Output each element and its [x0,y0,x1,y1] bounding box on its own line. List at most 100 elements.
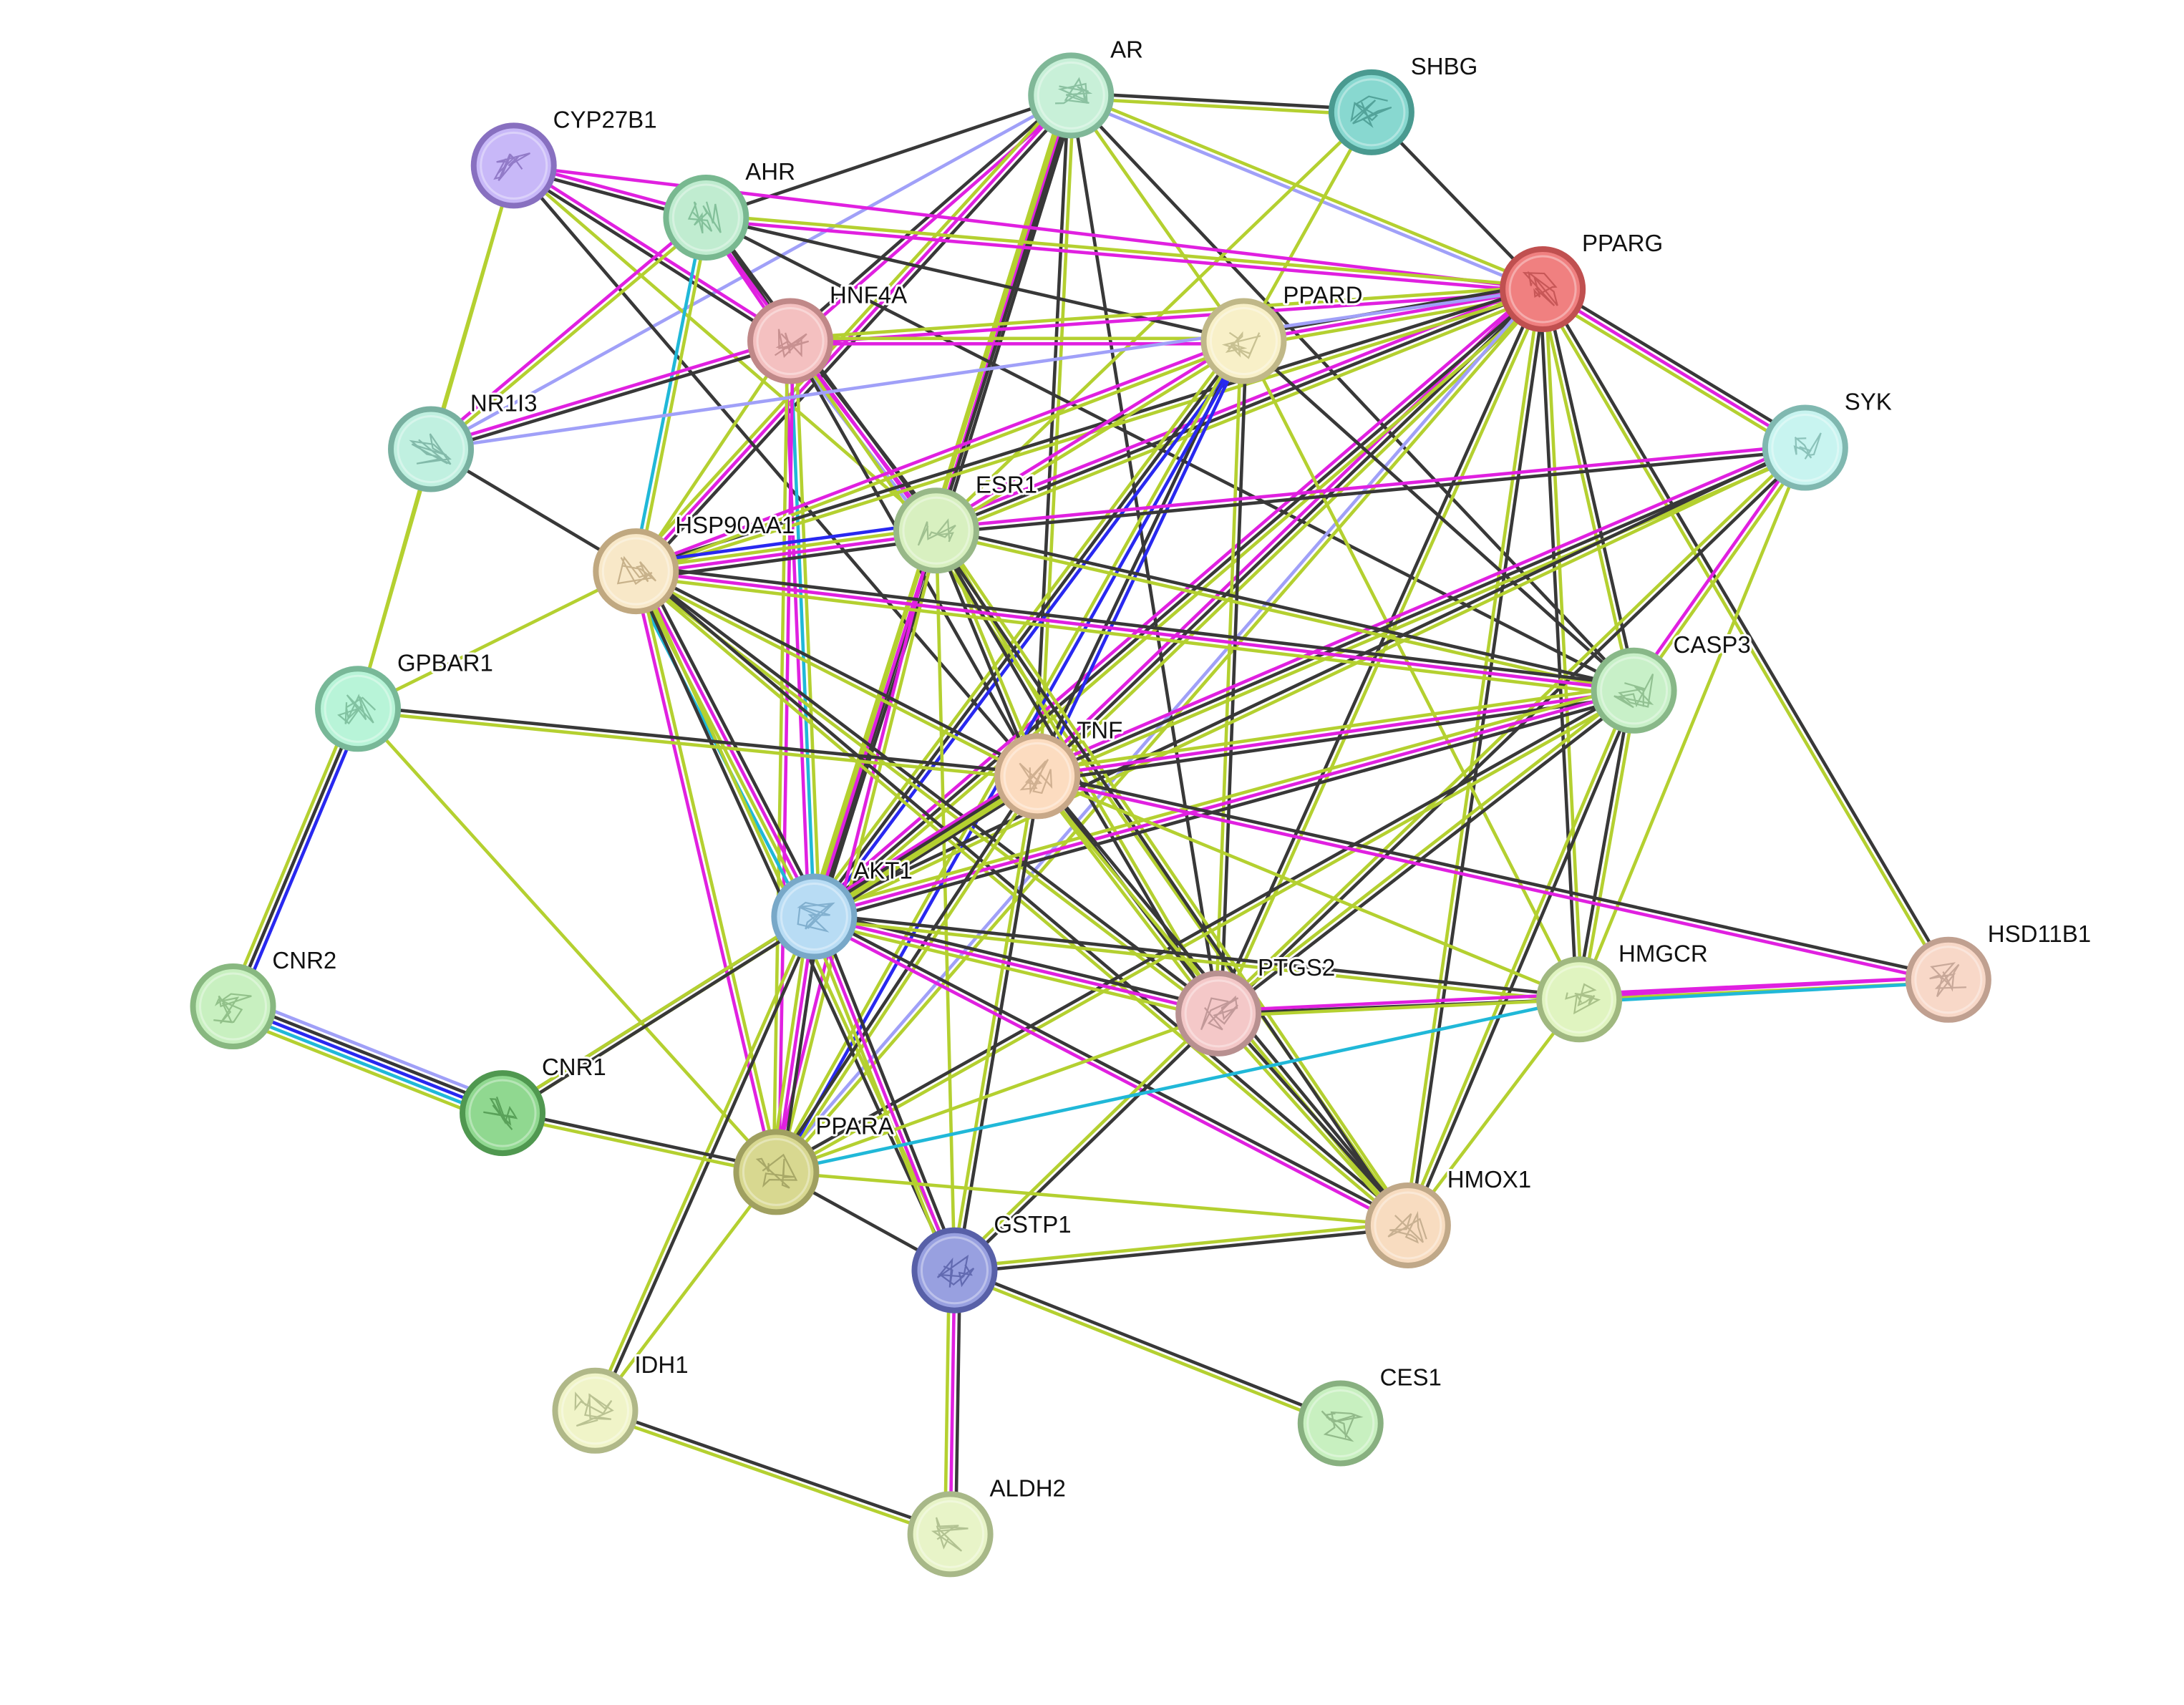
node-ces1[interactable]: CES1 [1297,1362,1444,1467]
edge-tnf-akt1[interactable] [810,770,1042,923]
edge-gpbar1-tnf[interactable] [357,704,1038,781]
edge-akt1-idh1[interactable] [591,915,818,1413]
edge-casp3-hmox1[interactable] [1404,689,1639,1228]
edge-pparg-ppara[interactable] [772,286,1546,1175]
edge-akt1-ppara[interactable] [769,915,822,1173]
node-ptgs2[interactable]: PTGS2 [1175,952,1337,1056]
edge-hsp90aa1-tnf[interactable] [634,567,1039,780]
edge-tnf-hsd11b1[interactable] [1036,772,1950,984]
edge-pparg-hmgcr[interactable] [1538,288,1584,1000]
node-circle[interactable] [593,528,679,615]
edge-cnr1-cnr2[interactable] [228,994,508,1125]
node-ppard[interactable]: PPARD [1200,280,1365,384]
edge-hnf4a-nr1i3[interactable] [429,336,792,454]
edge-hnf4a-ppara[interactable] [772,341,795,1172]
node-circle[interactable] [552,1367,639,1454]
edge-casp3-hmgcr[interactable] [1575,689,1639,1001]
edge-ppard-esr1[interactable] [933,337,1246,535]
edge-pparg-akt1[interactable] [809,283,1548,922]
edge-ppard-akt1[interactable] [808,336,1250,921]
edge-esr1-casp3[interactable] [935,526,1635,695]
edge-shbg-ppard[interactable] [1242,111,1373,342]
node-hsp90aa1[interactable]: HSP90AA1 [593,510,797,615]
node-hnf4a[interactable]: HNF4A [747,280,909,384]
edge-hmgcr-ppara[interactable] [775,997,1580,1174]
edge-casp3-ptgs2[interactable] [1215,687,1637,1017]
edge-hsp90aa1-ppara[interactable] [631,570,781,1173]
edge-akt1-hmgcr[interactable] [813,912,1580,1004]
node-aldh2[interactable]: ALDH2 [907,1472,1068,1578]
edge-tnf-ppara[interactable] [772,774,1042,1175]
node-circle[interactable] [1200,298,1287,384]
edge-ar-shbg[interactable] [1070,91,1372,117]
edge-pparg-hsd11b1[interactable] [1538,286,1953,982]
edge-nr1i3-gpbar1[interactable] [356,448,433,709]
node-ahr[interactable]: AHR [663,156,797,261]
node-shbg[interactable]: SHBG [1328,51,1480,155]
node-circle[interactable] [663,174,749,261]
edge-casp3-ppara[interactable] [774,686,1636,1176]
edge-cyp27b1-esr1[interactable] [513,164,938,532]
edge-ahr-nr1i3[interactable] [428,214,709,453]
edge-ahr-pparg[interactable] [705,213,1543,293]
node-esr1[interactable]: ESR1 [893,469,1039,574]
node-ppara[interactable]: PPARA [733,1110,896,1215]
edge-hnf4a-akt1[interactable] [783,341,822,917]
edge-casp3-akt1[interactable] [812,684,1636,923]
edge-hnf4a-pparg[interactable] [790,284,1543,346]
edge-akt1-hmox1[interactable] [812,913,1410,1230]
edge-gstp1-aldh2[interactable] [943,1270,962,1535]
node-tnf[interactable]: TNF [994,714,1125,820]
edge-hmgcr-hsd11b1[interactable] [1578,975,1949,1004]
node-pparg[interactable]: PPARG [1500,228,1665,332]
edge-ppard-casp3[interactable] [1242,339,1636,692]
node-gstp1[interactable]: GSTP1 [911,1209,1074,1313]
edge-esr1-hsp90aa1[interactable] [634,520,938,581]
edge-ppard-ptgs2[interactable] [1214,341,1248,1014]
edge-cyp27b1-hnf4a[interactable] [511,162,793,345]
edge-syk-esr1[interactable] [936,443,1806,535]
edge-ar-ppard[interactable] [1069,94,1246,342]
edge-ptgs2-ppara[interactable] [775,1011,1219,1174]
node-circle[interactable] [747,298,834,384]
edge-akt1-cnr1[interactable] [500,913,817,1117]
node-circle[interactable] [1500,246,1586,332]
edge-ahr-ppard[interactable] [705,215,1244,343]
node-circle[interactable] [907,1491,994,1578]
node-casp3[interactable]: CASP3 [1591,629,1753,734]
edge-hsp90aa1-casp3[interactable] [635,564,1635,698]
edge-syk-tnf[interactable] [1034,441,1808,783]
node-circle[interactable] [733,1129,820,1215]
edge-ar-pparg[interactable] [1069,91,1545,293]
edge-gstp1-ces1[interactable] [953,1266,1342,1428]
edge-syk-casp3[interactable] [1630,445,1809,694]
edge-ppard-hsp90aa1[interactable] [634,336,1246,575]
node-circle[interactable] [470,122,557,209]
node-cnr2[interactable]: CNR2 [190,945,339,1050]
edge-casp3-tnf[interactable] [1036,684,1635,784]
edge-hmox1-gstp1[interactable] [953,1220,1409,1275]
node-ar[interactable]: AR [1028,34,1145,139]
edge-gpbar1-ppara[interactable] [356,707,778,1173]
node-nr1i3[interactable]: NR1I3 [388,388,539,492]
edge-ppara-idh1[interactable] [593,1171,778,1412]
edge-pparg-nr1i3[interactable] [430,287,1543,451]
node-circle[interactable] [1028,52,1115,139]
edge-ptgs2-hmox1[interactable] [1215,1010,1412,1228]
node-cnr1[interactable]: CNR1 [460,1051,608,1157]
edge-ptgs2-gstp1[interactable] [951,1010,1222,1274]
node-circle[interactable] [893,487,979,574]
edge-esr1-ppara[interactable] [772,529,941,1173]
node-syk[interactable]: SYK [1762,387,1894,491]
edge-cyp27b1-tnf[interactable] [512,164,1039,777]
edge-ahr-casp3[interactable] [705,215,1635,692]
edge-akt1-gstp1[interactable] [807,913,961,1273]
edge-esr1-gstp1[interactable] [934,530,956,1271]
edge-hsp90aa1-gpbar1[interactable] [357,570,637,711]
node-circle[interactable] [994,733,1081,820]
edge-ahr-hsp90aa1[interactable] [631,216,711,573]
edge-tnf-hmgcr[interactable] [1037,774,1581,1001]
node-circle[interactable] [1297,1380,1384,1467]
edge-esr1-hmox1[interactable] [932,528,1412,1228]
edge-gpbar1-cnr2[interactable] [226,706,365,1009]
